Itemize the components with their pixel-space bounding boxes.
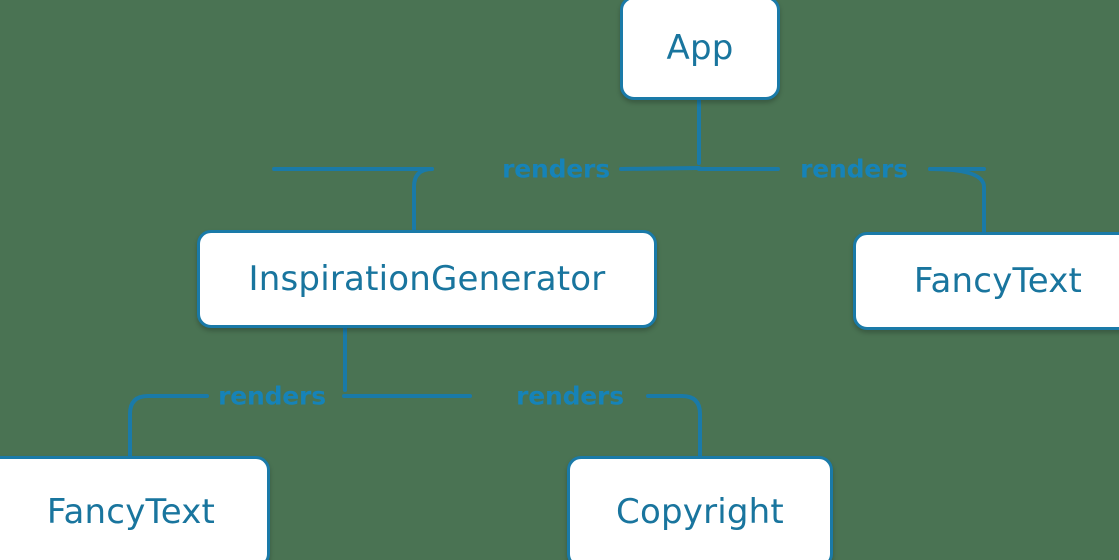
node-label-app: App [666,28,734,68]
edge-label-inspirationgenerator-fancytext: renders [218,381,326,411]
node-copyright[interactable]: Copyright [567,456,833,560]
edge-label-inspirationgenerator-copyright: renders [516,381,624,411]
node-label-copyright: Copyright [616,492,784,532]
node-label-fancytext-right: FancyText [913,261,1083,301]
edge-label-app-fancytext: renders [800,154,908,184]
node-fancytext-bottom-left[interactable]: FancyText [0,456,270,560]
edge-inspgen-to-copyright-drop [680,394,702,458]
edge-app-to-inspirationgenerator-drop [412,167,434,232]
node-app[interactable]: App [620,0,780,100]
node-inspirationgenerator[interactable]: InspirationGenerator [197,230,657,328]
edge-app-to-fancytext-drop [928,167,986,234]
node-fancytext-right[interactable]: FancyText [853,232,1119,330]
edge-app-to-inspirationgenerator-left [619,166,701,171]
node-label-inspirationgenerator: InspirationGenerator [248,259,606,299]
node-label-fancytext-bottom-left: FancyText [46,492,216,532]
edge-label-app-inspirationgenerator: renders [502,154,610,184]
edge-inspgen-to-fancytext-drop [128,394,150,458]
